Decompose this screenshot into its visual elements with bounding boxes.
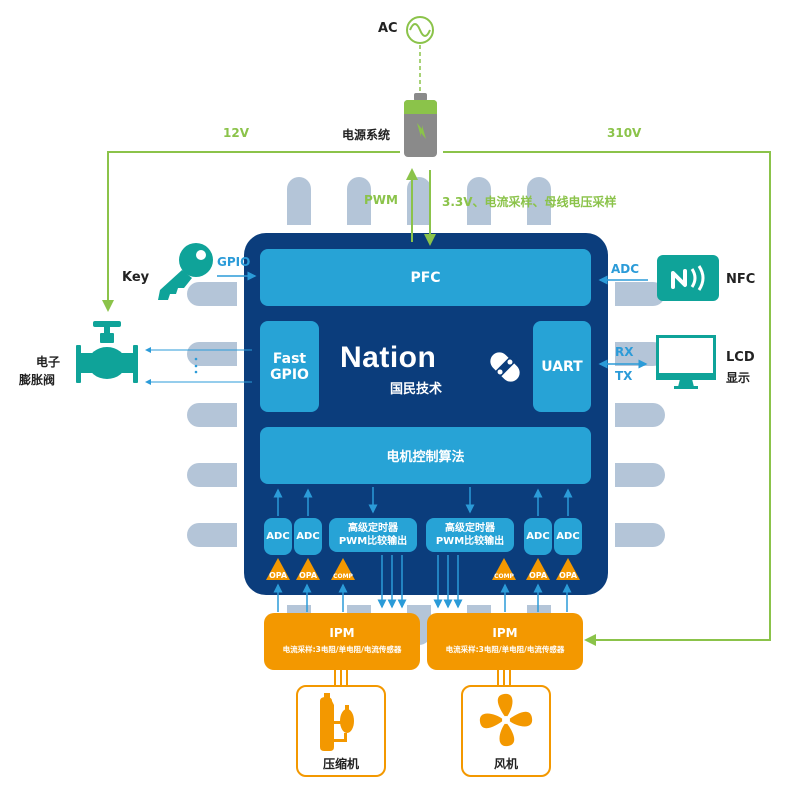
pfc-block: PFC — [260, 249, 591, 306]
ipm-block: IPM 电流采样:3电阻/单电阻/电流传感器 — [427, 613, 583, 670]
lcd-label-line2: 显示 — [726, 371, 751, 385]
timer-line2: PWM比较输出 — [338, 536, 408, 547]
motor-algo-label: 电机控制算法 — [386, 450, 465, 465]
valve-label-line1: 电子 — [36, 355, 61, 369]
key-label: Key — [122, 270, 150, 285]
pin — [615, 523, 665, 547]
power-supply-label: 电源系统 — [342, 128, 391, 142]
ipm-desc: 电流采样:3电阻/单电阻/电流传感器 — [282, 645, 402, 654]
comp-label: COMP — [333, 573, 353, 580]
pin — [187, 403, 237, 427]
compressor-box: 压缩机 — [296, 685, 386, 777]
expansion-valve-icon — [76, 321, 138, 383]
rx-label: RX — [615, 345, 634, 359]
pin — [287, 177, 311, 225]
adc-block: ADC — [524, 518, 552, 555]
compressor-icon — [320, 693, 354, 751]
nfc-label: NFC — [726, 272, 756, 287]
fast-gpio-block: Fast GPIO — [260, 321, 319, 412]
fan-icon — [479, 693, 533, 747]
opa-triangle — [296, 558, 320, 580]
nfc-adc-label: ADC — [611, 262, 640, 276]
opa-triangle — [266, 558, 290, 580]
timer-block: 高级定时器 PWM比较输出 — [426, 518, 514, 552]
ipm-desc: 电流采样:3电阻/单电阻/电流传感器 — [445, 645, 565, 654]
brand-mark-icon — [490, 352, 520, 382]
pin — [615, 463, 665, 487]
uart-block: UART — [533, 321, 591, 412]
comp-triangle — [331, 558, 355, 580]
timer-block: 高级定时器 PWM比较输出 — [329, 518, 417, 552]
brand-cn: 国民技术 — [390, 382, 443, 397]
nation-logo: Nation 国民技术 — [340, 341, 520, 397]
lcd-label-line1: LCD — [726, 350, 755, 365]
adc-block: ADC — [554, 518, 582, 555]
motor-algo-block: 电机控制算法 — [260, 427, 591, 484]
comp-label: COMP — [494, 573, 514, 580]
pin — [407, 177, 431, 225]
ac-source-icon — [406, 16, 434, 44]
timer-line1: 高级定时器 — [445, 523, 495, 534]
gpio-label: GPIO — [217, 255, 251, 269]
tx-label: TX — [615, 369, 633, 383]
v310-label: 310V — [607, 126, 642, 140]
pwm-label: PWM — [364, 193, 398, 207]
opa-label: OPA — [558, 571, 578, 580]
ac-label: AC — [378, 21, 398, 36]
timer-line2: PWM比较输出 — [435, 536, 505, 547]
adc-label: ADC — [556, 531, 580, 542]
fan-box: 风机 — [461, 685, 551, 777]
power-supply-icon — [404, 93, 437, 157]
fan-label: 风机 — [493, 757, 518, 771]
key-icon — [158, 243, 213, 300]
compressor-label: 压缩机 — [322, 757, 359, 771]
adc-label: ADC — [526, 531, 550, 542]
brand-name: Nation — [340, 341, 437, 374]
sense-label: 3.3V、电流采样、母线电压采样 — [442, 195, 617, 209]
pin — [187, 342, 237, 366]
pfc-label: PFC — [410, 269, 441, 286]
adc-label: ADC — [266, 531, 290, 542]
ipm-title: IPM — [329, 626, 355, 640]
opa-label: OPA — [528, 571, 548, 580]
fast-gpio-line2: GPIO — [270, 366, 309, 383]
opa-label: OPA — [298, 571, 318, 580]
ipm-title: IPM — [492, 626, 518, 640]
valve-label-line2: 膨胀阀 — [19, 373, 56, 387]
adc-label: ADC — [296, 531, 320, 542]
opa-label: OPA — [268, 571, 288, 580]
nfc-icon — [657, 255, 719, 301]
adc-block: ADC — [294, 518, 322, 555]
adc-block: ADC — [264, 518, 292, 555]
v12-label: 12V — [223, 126, 249, 140]
uart-label: UART — [541, 358, 583, 375]
pin — [615, 403, 665, 427]
pin — [187, 523, 237, 547]
pin — [187, 463, 237, 487]
ipm-block: IPM 电流采样:3电阻/单电阻/电流传感器 — [264, 613, 420, 670]
lcd-monitor-icon — [656, 335, 716, 389]
timer-line1: 高级定时器 — [348, 523, 398, 534]
fast-gpio-line1: Fast — [272, 350, 307, 367]
